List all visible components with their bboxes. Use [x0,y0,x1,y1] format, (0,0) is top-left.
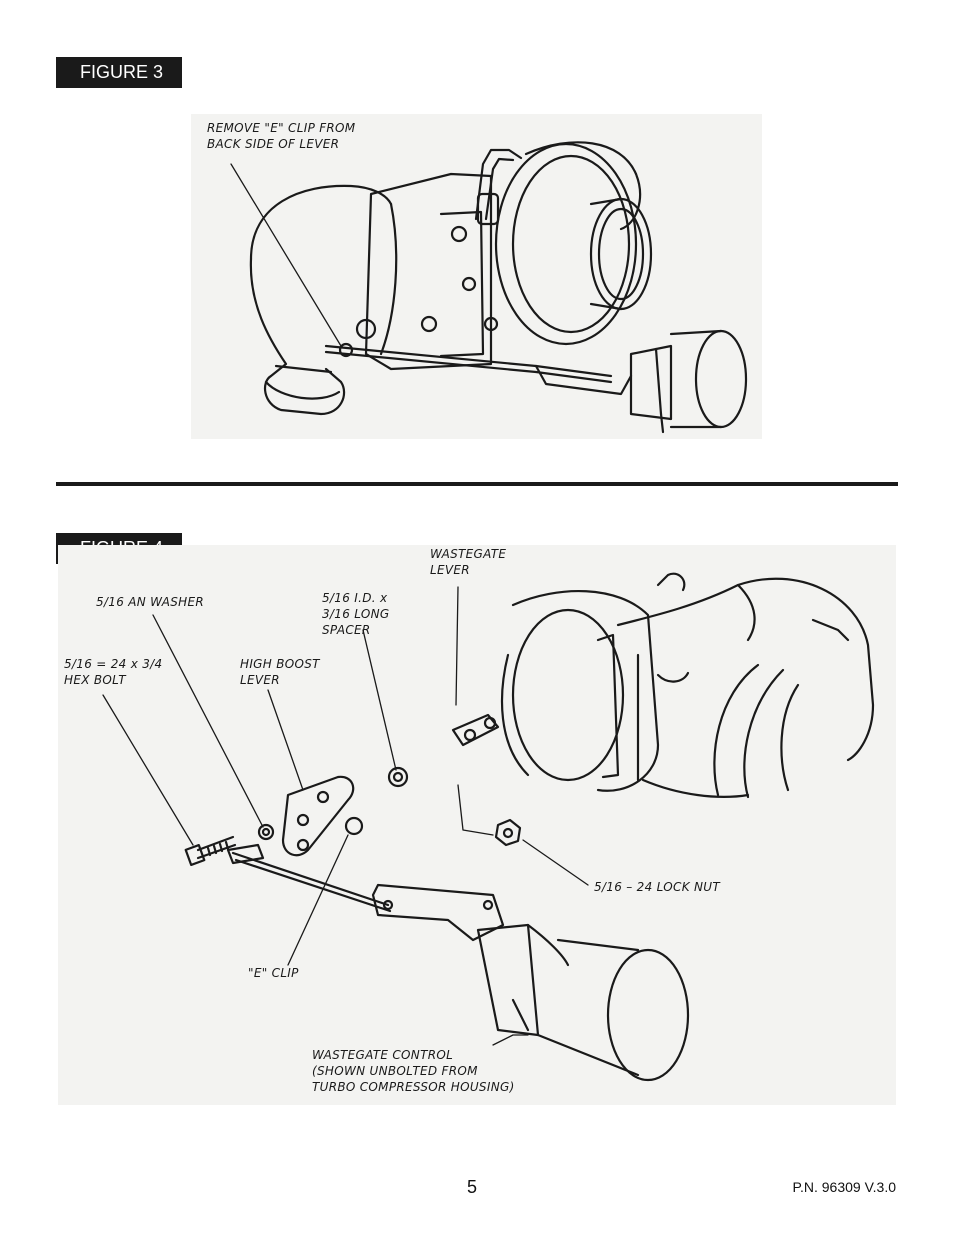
callout-lock-nut: 5/16 – 24 LOCK NUT [594,880,721,894]
callout-spacer-1: 5/16 I.D. x [322,591,388,605]
callout-washer: 5/16 AN WASHER [96,595,204,609]
callout-spacer-2: 3/16 LONG [322,607,390,621]
part-number: P.N. 96309 V.3.0 [792,1179,896,1195]
callout-wastegate-lever-2: LEVER [430,563,470,577]
callout-wastegate-control-2: (SHOWN UNBOLTED FROM [312,1064,478,1078]
section-divider [56,482,898,486]
figure-3-label: FIGURE 3 [56,57,182,88]
callout-wastegate-control-3: TURBO COMPRESSOR HOUSING) [312,1080,515,1094]
callout-wastegate-control-1: WASTEGATE CONTROL [312,1048,453,1062]
figure-3-illustration: REMOVE "E" CLIP FROM BACK SIDE OF LEVER [191,114,762,439]
figure-3-callout-line-2: BACK SIDE OF LEVER [207,137,339,151]
figure-3-callout-line-1: REMOVE "E" CLIP FROM [207,121,356,135]
callout-wastegate-lever-1: WASTEGATE [430,547,506,561]
page-number: 5 [467,1177,478,1197]
callout-high-boost-lever-1: HIGH BOOST [240,657,321,671]
wastegate-exploded-drawing: WASTEGATE LEVER 5/16 AN WASHER 5/16 I.D.… [64,547,875,1094]
callout-hex-bolt-2: HEX BOLT [64,673,127,687]
callout-hex-bolt-1: 5/16 = 24 x 3/4 [64,657,162,671]
callout-e-clip: "E" CLIP [248,966,299,980]
callout-spacer-3: SPACER [322,623,371,637]
callout-high-boost-lever-2: LEVER [240,673,280,687]
figure-4-illustration: WASTEGATE LEVER 5/16 AN WASHER 5/16 I.D.… [58,545,896,1105]
turbo-assembly-drawing: REMOVE "E" CLIP FROM BACK SIDE OF LEVER [207,121,748,434]
